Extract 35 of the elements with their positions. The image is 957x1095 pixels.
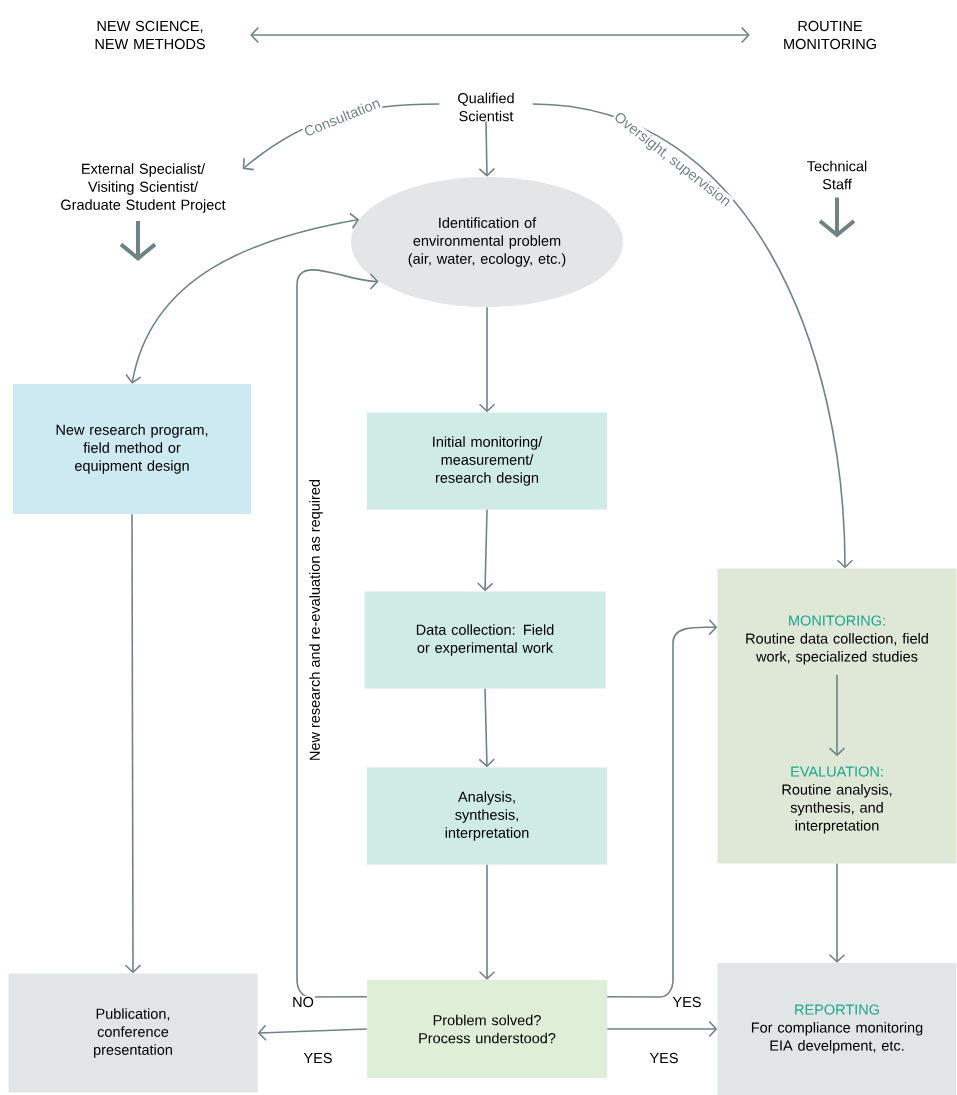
edge-label: NO bbox=[291, 995, 315, 1009]
edge-label: YES bbox=[648, 1051, 680, 1065]
stage-text: EVALUATION: Routine analysis, synthesis, and interpretation bbox=[782, 766, 892, 834]
arrow bbox=[124, 513, 142, 974]
curved-arrow bbox=[531, 103, 854, 569]
process-box: New research program, field method or equipment design bbox=[13, 384, 251, 514]
arrow bbox=[828, 862, 846, 963]
routine-box bbox=[717, 568, 957, 864]
edge-label: YES bbox=[302, 1051, 334, 1065]
arrow bbox=[478, 120, 496, 177]
stage-text: MONITORING: Routine data collection, field work, specialized studies bbox=[746, 615, 928, 665]
arrow bbox=[828, 673, 846, 757]
arrow bbox=[478, 687, 496, 768]
role-text: Technical Staff bbox=[807, 160, 867, 190]
line-label: New research and re-evaluation as required bbox=[308, 477, 324, 763]
decision-box: Problem solved? Process understood? bbox=[367, 980, 607, 1078]
process-box: Data collection: Field or experimental work bbox=[364, 591, 606, 689]
arrow bbox=[257, 1024, 368, 1041]
arrow bbox=[606, 1020, 718, 1038]
arrow bbox=[476, 508, 494, 592]
output-box: Publication, conference presentation bbox=[8, 973, 258, 1093]
arrow bbox=[478, 863, 496, 980]
arrow bbox=[250, 26, 750, 44]
role-text: Qualified Scientist bbox=[458, 92, 514, 122]
output-box: REPORTING For compliance monitoring EIA develpment, etc. bbox=[717, 963, 957, 1095]
process-box: Initial monitoring/ measurement/ research design bbox=[367, 412, 607, 510]
curved-arrow bbox=[296, 269, 379, 998]
curved-arrow bbox=[606, 619, 718, 998]
curved-arrow bbox=[125, 212, 360, 384]
role-text: External Specialist/ Visiting Scientist/ Graduate Student Project bbox=[61, 163, 226, 213]
arrow bbox=[478, 306, 496, 413]
process-box: Analysis, synthesis, interpretation bbox=[367, 767, 607, 865]
heading-text: ROUTINE MONITORING bbox=[784, 20, 876, 50]
edge-label: YES bbox=[671, 995, 703, 1009]
heading-text: NEW SCIENCE, NEW METHODS bbox=[95, 20, 205, 50]
